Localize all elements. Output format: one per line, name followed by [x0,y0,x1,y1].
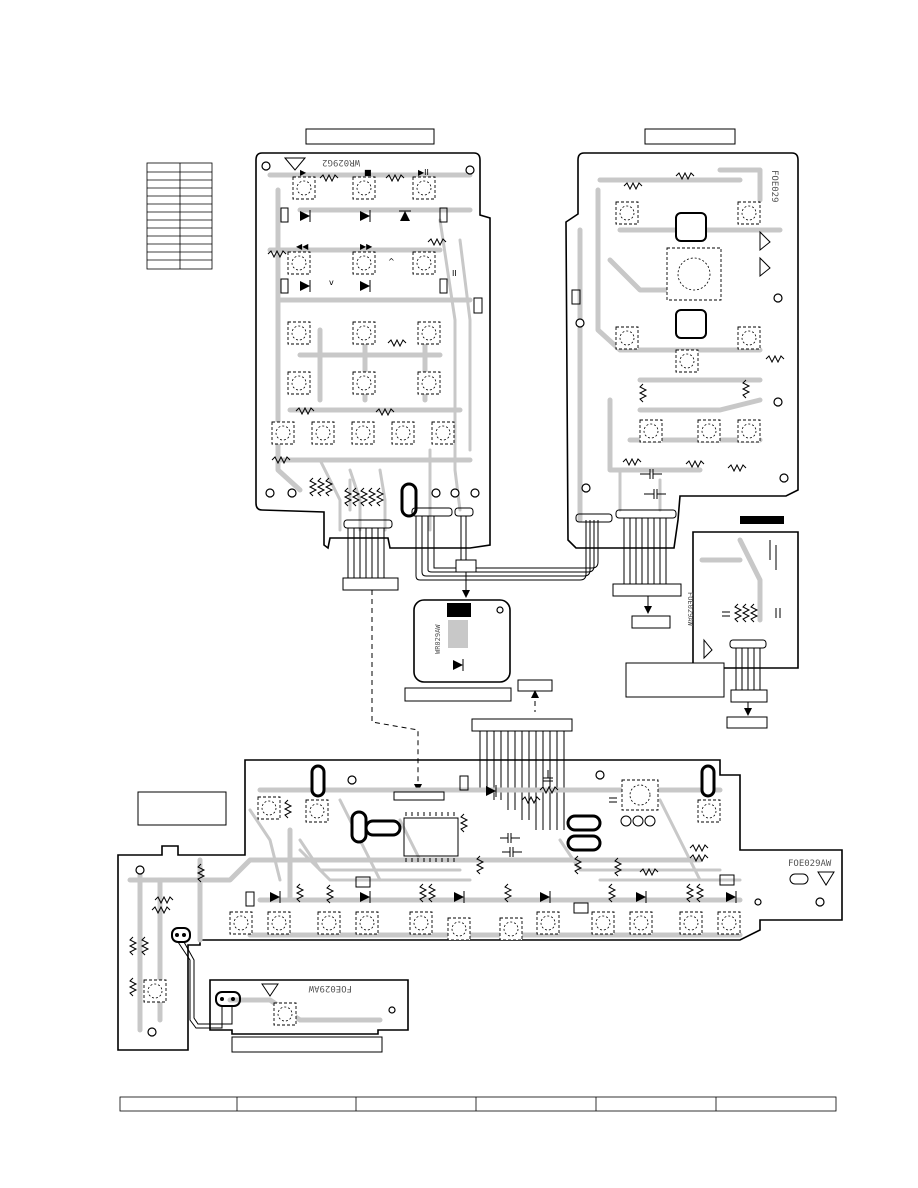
fast-forward-symbol: ▶▶ [360,242,373,251]
play-pause-symbol: ▶II [418,168,429,177]
right-small-board-title-box [625,662,725,698]
pause-symbol: II [452,269,457,278]
left-panel-title-box [305,128,435,145]
main-board-title-box [137,791,227,826]
small-led-board: WR029AW [404,599,512,702]
right-panel-title-box [644,128,736,145]
rewind-symbol: ◀◀ [296,242,309,251]
up-symbol: ^ [388,257,395,266]
small-board-silk-code: WR029AW [434,624,442,654]
bottom-table [119,1096,837,1112]
ic-pins [405,812,455,862]
right-small-board-silk-code: FOE029AW [686,592,694,627]
stop-symbol: ■ [364,168,372,177]
main-board-silk-code: FOE029AW [788,859,832,869]
sub-board-silk-code: FOE029AW [308,983,352,993]
left-resistor-array [308,477,385,507]
right-small-board: FOE029AW [625,516,799,729]
sub-pcb: FOE029AW [177,941,409,1053]
play-symbol: ▶ [300,168,307,177]
left-panel-silk-code: WR029G2 [322,157,360,167]
down-symbol: v [329,278,334,287]
right-operation-pcb: FOE029 [565,152,799,549]
left-connector-label [342,577,399,591]
right-cables [612,518,682,629]
main-control-pcb: FOE029AW [117,759,843,1051]
sub-board-title-box [231,1036,383,1053]
right-panel-silk-code: FOE029 [769,170,779,203]
left-cables [342,516,599,792]
right-connector-label [612,583,682,597]
legend-table [146,162,213,270]
left-operation-pcb: WR029G2 ▶ ■ ▶II ◀◀ ▶▶ II ^ v [255,152,491,550]
center-connector [471,679,573,830]
small-board-title-box [404,687,512,702]
